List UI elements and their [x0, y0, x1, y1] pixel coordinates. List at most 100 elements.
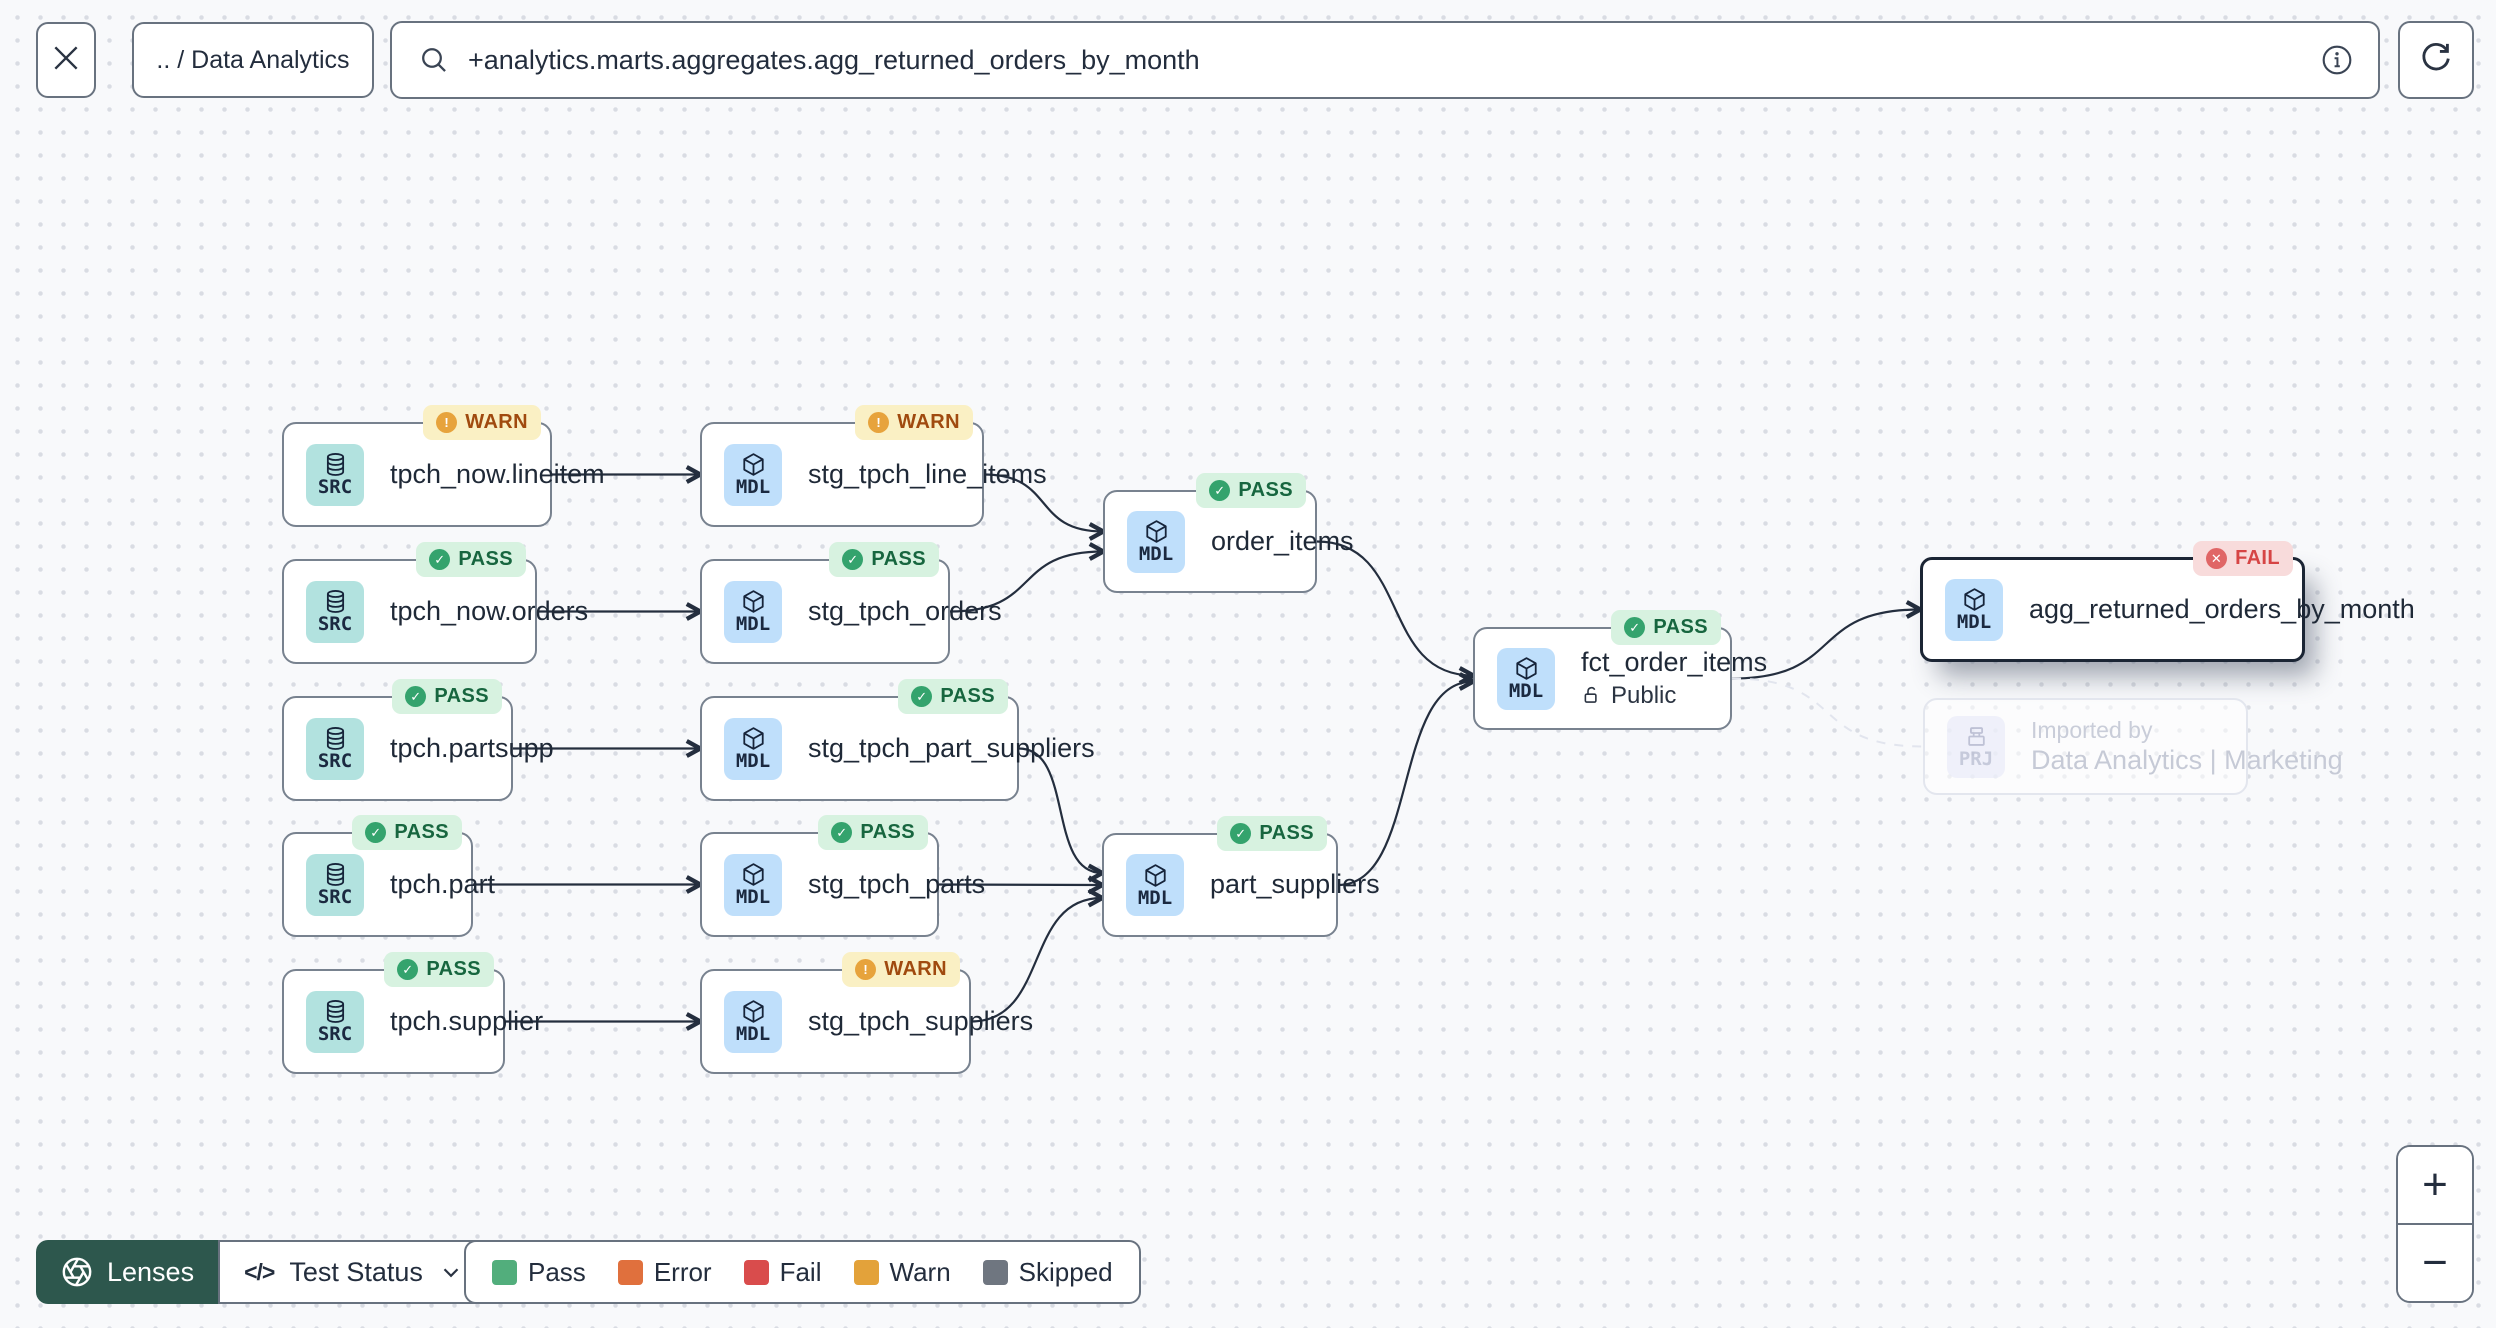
status-badge-warn: !WARN: [855, 405, 973, 440]
mdl-type-icon: MDL: [724, 853, 782, 916]
status-badge-pass: ✓PASS: [829, 542, 939, 577]
test-status-legend: Pass Error Fail Warn Skipped: [464, 1240, 1141, 1304]
lineage-edge: [1316, 540, 1473, 676]
graph-node-part_suppliers[interactable]: MDL part_suppliers ✓PASS: [1102, 816, 1380, 937]
src-type-icon: SRC: [306, 580, 364, 643]
lineage-edge: [1018, 747, 1102, 874]
status-badge-warn: !WARN: [423, 405, 541, 440]
lineage-edge: [970, 898, 1102, 1023]
breadcrumb-label: .. / Data Analytics: [156, 45, 350, 74]
node-label: tpch_now.lineitem: [390, 458, 605, 489]
src-type-icon: SRC: [306, 443, 364, 506]
refresh-icon: [2418, 40, 2454, 81]
status-dot-icon: ✓: [429, 549, 451, 570]
mdl-type-icon: MDL: [1497, 647, 1555, 710]
node-label: tpch.part: [390, 868, 496, 899]
src-type-icon: SRC: [306, 853, 364, 916]
mdl-type-icon: MDL: [724, 990, 782, 1053]
graph-node-src_lineitem[interactable]: SRC tpch_now.lineitem !WARN: [282, 405, 605, 527]
status-badge-pass: ✓PASS: [818, 815, 928, 850]
status-dot-icon: ✓: [911, 686, 933, 707]
status-dot-icon: !: [855, 959, 877, 980]
legend-item-warn: Warn: [853, 1256, 951, 1288]
graph-node-src_orders[interactable]: SRC tpch_now.orders ✓PASS: [282, 542, 589, 664]
lens-name: Test Status: [289, 1256, 423, 1287]
legend-label: Error: [653, 1256, 712, 1287]
status-badge-pass: ✓PASS: [898, 679, 1008, 714]
node-label: agg_returned_orders_by_month: [2029, 593, 2415, 624]
prj-type-icon: PRJ: [1947, 715, 2005, 778]
graph-node-stg_suppliers[interactable]: MDL stg_tpch_suppliers !WARN: [700, 952, 1034, 1074]
status-dot-icon: ✓: [405, 686, 427, 707]
status-badge-fail: ✕FAIL: [2193, 541, 2293, 576]
status-dot-icon: ✓: [1209, 480, 1231, 501]
legend-label: Fail: [779, 1256, 822, 1287]
status-dot-icon: !: [868, 412, 890, 433]
graph-node-src_partsupp[interactable]: SRC tpch.partsupp ✓PASS: [282, 679, 554, 801]
status-badge-pass: ✓PASS: [1611, 610, 1721, 645]
legend-label: Warn: [889, 1256, 951, 1287]
node-toplabel: Imported by: [2031, 717, 2153, 744]
graph-node-src_part[interactable]: SRC tpch.part ✓PASS: [282, 815, 496, 937]
search-input[interactable]: [468, 44, 2302, 76]
legend-swatch: [617, 1259, 643, 1285]
breadcrumb[interactable]: .. / Data Analytics: [132, 22, 374, 98]
node-label: tpch.partsupp: [390, 732, 554, 763]
node-label: stg_tpch_line_items: [808, 458, 1047, 489]
status-badge-pass: ✓PASS: [352, 815, 462, 850]
refresh-button[interactable]: [2398, 21, 2474, 99]
lenses-label: Lenses: [107, 1256, 195, 1287]
node-label: stg_tpch_parts: [808, 868, 986, 899]
src-type-icon: SRC: [306, 717, 364, 780]
legend-label: Skipped: [1018, 1256, 1113, 1287]
status-dot-icon: ✓: [365, 822, 387, 843]
close-button[interactable]: [36, 22, 96, 98]
mdl-type-icon: MDL: [1945, 578, 2003, 641]
graph-node-agg_returned_orders_by_month[interactable]: MDL agg_returned_orders_by_month ✕FAIL: [1920, 541, 2415, 662]
zoom-controls: + −: [2396, 1145, 2474, 1303]
legend-label: Pass: [528, 1256, 586, 1287]
lock-open-icon: [1581, 685, 1602, 706]
status-badge-pass: ✓PASS: [416, 542, 526, 577]
mdl-type-icon: MDL: [1127, 510, 1185, 573]
node-label: tpch.supplier: [390, 1005, 544, 1036]
mdl-type-icon: MDL: [1126, 854, 1184, 916]
node-label: order_items: [1211, 525, 1354, 556]
status-badge-pass: ✓PASS: [1217, 816, 1327, 851]
chevron-down-icon: [438, 1259, 464, 1285]
status-badge-pass: ✓PASS: [392, 679, 502, 714]
legend-item-skipped: Skipped: [982, 1256, 1113, 1288]
node-label: part_suppliers: [1210, 869, 1380, 900]
status-dot-icon: ✓: [1230, 823, 1252, 844]
legend-swatch: [982, 1259, 1008, 1285]
lens-selector[interactable]: </> Test Status: [218, 1240, 490, 1304]
zoom-in-button[interactable]: +: [2398, 1147, 2472, 1223]
legend-swatch: [743, 1259, 769, 1285]
lenses-button[interactable]: Lenses: [36, 1240, 219, 1304]
lineage-edge: [1337, 682, 1473, 887]
legend-swatch: [492, 1259, 517, 1285]
aperture-icon: [60, 1255, 94, 1289]
legend-item-pass: Pass: [492, 1257, 586, 1288]
node-label: tpch_now.orders: [390, 595, 589, 626]
info-icon[interactable]: [2320, 43, 2354, 77]
node-label: stg_tpch_suppliers: [808, 1005, 1034, 1036]
src-type-icon: SRC: [306, 990, 364, 1053]
graph-node-stg_parts[interactable]: MDL stg_tpch_parts ✓PASS: [700, 815, 986, 937]
status-dot-icon: ✓: [831, 822, 853, 843]
status-dot-icon: ✓: [842, 549, 864, 570]
mdl-type-icon: MDL: [724, 717, 782, 780]
zoom-out-button[interactable]: −: [2398, 1223, 2472, 1301]
status-badge-warn: !WARN: [842, 952, 960, 987]
legend-item-fail: Fail: [743, 1256, 822, 1288]
status-dot-icon: ✓: [397, 959, 419, 980]
